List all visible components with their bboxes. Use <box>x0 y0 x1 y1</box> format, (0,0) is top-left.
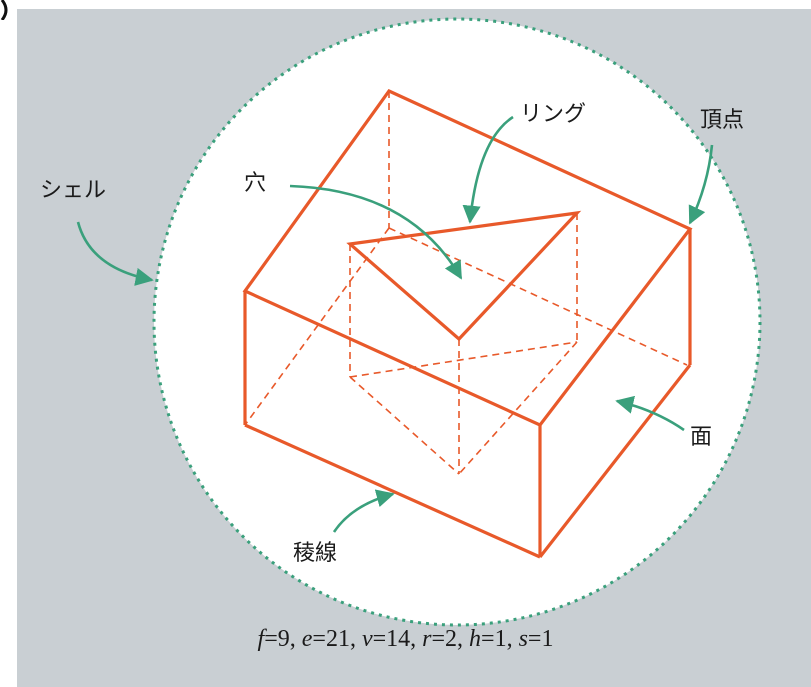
hidden-edge-box-back-left <box>244 227 390 426</box>
hidden-edge-slot-right-floor <box>458 341 578 475</box>
arrow-shell <box>76 221 154 286</box>
visible-edges <box>242 88 693 559</box>
formula-symbol: r <box>422 626 432 652</box>
formula-term-f: f=9 <box>257 626 290 652</box>
euler-poincare-counts: f=9, e=21, v=14, r=2, h=1, s=1 <box>257 626 554 652</box>
hidden-edge-box-back-right <box>388 227 688 366</box>
hidden-edge-slot-left-floor <box>349 376 460 475</box>
triangular-hole-ring <box>346 210 582 342</box>
label-edge: 稜線 <box>293 541 338 566</box>
formula-symbol: f <box>257 626 265 652</box>
formula-value: 1 <box>541 626 554 652</box>
label-face: 面 <box>690 425 713 450</box>
annotation-arrows <box>76 115 714 533</box>
box-bottom-front-right <box>538 364 692 558</box>
arrow-vertex <box>688 144 714 225</box>
formula-symbol: s <box>518 626 528 652</box>
arrow-edge <box>332 489 395 533</box>
formula-value: 14 <box>386 626 411 652</box>
formula-value: 2 <box>445 626 458 652</box>
formula-value: 9 <box>277 626 290 652</box>
hidden-edge-slot-floor-back <box>349 341 578 378</box>
formula-term-v: v=14 <box>361 626 411 652</box>
hidden-edges <box>244 91 688 475</box>
formula-symbol: v <box>361 626 373 652</box>
shell-sphere <box>152 17 762 627</box>
label-vertex: 頂点 <box>700 108 745 133</box>
arrow-ring <box>462 115 514 224</box>
figure-corner-mark <box>0 0 14 21</box>
arrow-face <box>615 395 685 432</box>
label-hole: 穴 <box>244 171 267 196</box>
arrow-hole <box>289 184 463 280</box>
formula-term-s: s=1 <box>518 626 554 652</box>
formula-term-e: e=21 <box>301 626 350 652</box>
formula-term-r: r=2 <box>422 626 458 652</box>
label-shell: シェル <box>40 178 107 203</box>
label-ring: リング <box>520 102 587 127</box>
formula-symbol: h <box>469 626 482 652</box>
formula-value: 21 <box>325 626 350 652</box>
formula-term-h: h=1 <box>469 626 507 652</box>
formula-value: 1 <box>494 626 507 652</box>
formula-symbol: e <box>301 626 313 652</box>
